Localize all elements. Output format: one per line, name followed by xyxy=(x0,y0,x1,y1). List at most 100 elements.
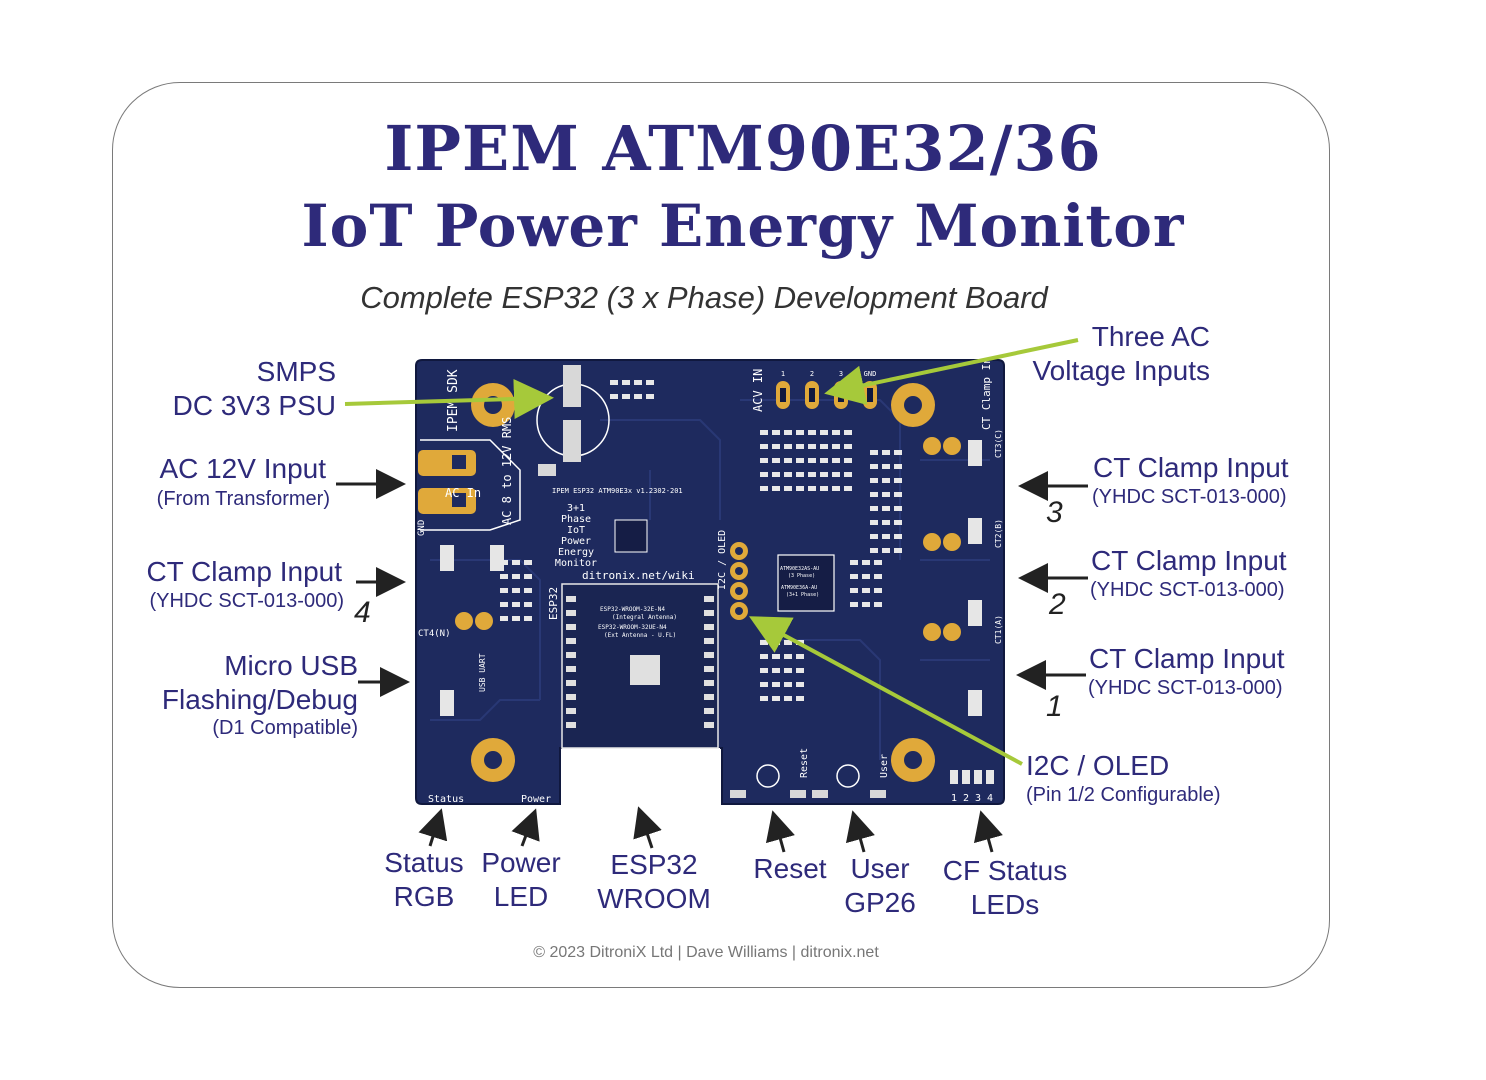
smd-component xyxy=(512,560,520,565)
smd-component xyxy=(882,464,890,469)
smd-component xyxy=(870,534,878,539)
smd-component xyxy=(784,696,792,701)
smd-component xyxy=(622,394,630,399)
ct2-sublabel: (YHDC SCT-013-000) xyxy=(1090,579,1285,601)
smd-component xyxy=(646,394,654,399)
smd-component xyxy=(760,696,768,701)
smd-component xyxy=(844,472,852,477)
silk-acv-pin: GND xyxy=(864,370,877,378)
cf-status-leds-label: CF Status LEDs xyxy=(942,855,1068,920)
smd-component xyxy=(882,492,890,497)
silk-ct2b: CT2(B) xyxy=(994,519,1003,548)
silk-chip2: ATM90E36A-AU xyxy=(781,585,817,591)
mounting-hole xyxy=(471,383,935,782)
silk-acv-in: ACV IN xyxy=(751,369,765,412)
smd-component xyxy=(850,602,858,607)
ct4-sublabel: (YHDC SCT-013-000) xyxy=(149,590,344,612)
smd-component xyxy=(784,458,792,463)
silk-ac-range: AC 8 to 12V RMS xyxy=(500,417,514,525)
smd-component xyxy=(772,486,780,491)
smd-component xyxy=(634,380,642,385)
silk-chip1: ATM90E32AS-AU xyxy=(780,566,819,572)
smd-component xyxy=(894,492,902,497)
title-line-1: IPEM ATM90E32/36 xyxy=(384,112,1102,185)
smd-component xyxy=(894,534,902,539)
smd-component xyxy=(772,458,780,463)
silk-cf-num: 4 xyxy=(987,793,993,804)
smd-component xyxy=(808,430,816,435)
silk-phase-line: Power xyxy=(561,536,591,547)
silk-wiki: ditronix.net/wiki xyxy=(582,569,695,582)
smd-component xyxy=(870,520,878,525)
smd-component xyxy=(832,486,840,491)
smd-component xyxy=(870,450,878,455)
smd-component xyxy=(512,588,520,593)
smd-component xyxy=(850,560,858,565)
smd-component xyxy=(882,534,890,539)
smd-component xyxy=(784,472,792,477)
smd-component xyxy=(820,458,828,463)
smd-component xyxy=(870,548,878,553)
silk-cf-num: 2 xyxy=(963,793,969,804)
power-arrow xyxy=(511,808,540,847)
smd-component xyxy=(882,450,890,455)
smd-component xyxy=(784,430,792,435)
smd-component xyxy=(634,394,642,399)
smd-component xyxy=(894,506,902,511)
smd-component xyxy=(500,602,508,607)
ac12v-label: AC 12V Input xyxy=(159,453,326,484)
smd-component xyxy=(862,560,870,565)
esp32-wroom-label: ESP32 WROOM xyxy=(597,849,711,914)
silk-i2c-oled: I2C / OLED xyxy=(717,530,728,590)
smd-component xyxy=(844,444,852,449)
smd-component xyxy=(874,560,882,565)
silk-ct3c: CT3(C) xyxy=(994,429,1003,458)
smd-component xyxy=(772,430,780,435)
smd-component xyxy=(894,450,902,455)
i2c-pointer xyxy=(748,616,1023,766)
silk-phase-line: Monitor xyxy=(555,558,597,569)
smd-component xyxy=(820,444,828,449)
smd-component xyxy=(832,458,840,463)
silk-cf-num: 1 xyxy=(951,793,957,804)
ct4-number: 4 xyxy=(354,596,371,629)
smd-component xyxy=(760,458,768,463)
user-gp26-label: User GP26 xyxy=(844,853,916,918)
silk-ct-clamp-inputs: CT Clamp Inputs xyxy=(980,331,993,430)
smd-component xyxy=(772,472,780,477)
smd-component xyxy=(820,472,828,477)
silk-phase-line: Energy xyxy=(558,547,594,558)
smd-component xyxy=(862,602,870,607)
silk-module1-sub: (Integral Antenna) xyxy=(612,614,677,621)
silk-gnd: GND xyxy=(417,520,427,536)
footer-copyright: © 2023 DitroniX Ltd | Dave Williams | di… xyxy=(533,944,879,961)
ct3-sublabel: (YHDC SCT-013-000) xyxy=(1092,486,1287,508)
ct3-number: 3 xyxy=(1046,496,1063,529)
silk-acv-pin: 3 xyxy=(839,370,843,378)
smd-component xyxy=(784,668,792,673)
status-arrow xyxy=(418,808,448,847)
smd-component xyxy=(844,430,852,435)
smd-component xyxy=(512,602,520,607)
card-frame xyxy=(112,82,1330,988)
smd-component xyxy=(894,478,902,483)
silk-usb-uart: USB UART xyxy=(478,653,487,692)
ac12v-sublabel: (From Transformer) xyxy=(156,488,330,510)
smd-component xyxy=(796,654,804,659)
smd-component xyxy=(796,668,804,673)
smd-component xyxy=(796,486,804,491)
silk-chip2-sub: (3+1 Phase) xyxy=(786,592,819,598)
silk-reset: Reset xyxy=(799,748,810,778)
smps-pointer xyxy=(344,378,554,419)
i2c-sublabel: (Pin 1/2 Configurable) xyxy=(1026,784,1221,806)
smd-component xyxy=(772,654,780,659)
smd-component xyxy=(500,574,508,579)
smd-component xyxy=(844,458,852,463)
power-led-label: Power LED xyxy=(481,847,561,912)
smd-component xyxy=(874,602,882,607)
smd-component xyxy=(772,640,780,645)
smd-component xyxy=(622,380,630,385)
smd-component xyxy=(894,464,902,469)
smd-component xyxy=(512,616,520,621)
acv-pointer xyxy=(824,338,1079,405)
